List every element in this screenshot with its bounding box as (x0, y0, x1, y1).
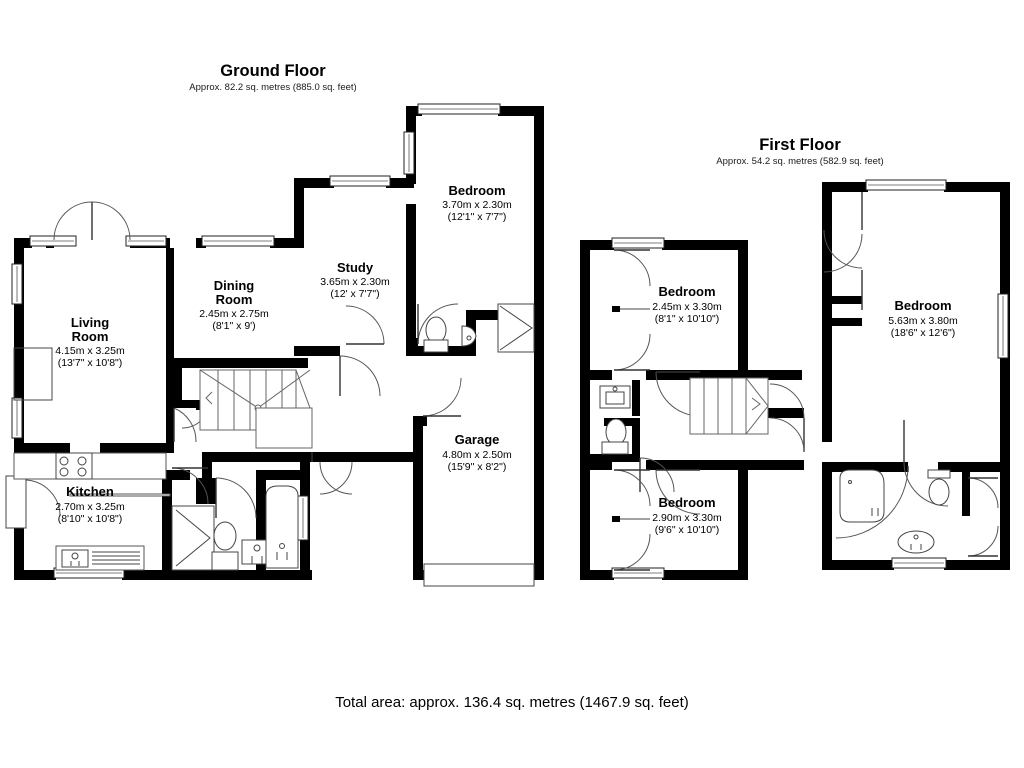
svg-text:Living: Living (71, 315, 109, 330)
room-label-bedroom-rear-left: Bedroom 2.90m x 3.30m (9'6" x 10'10") (652, 495, 722, 536)
garage-door-icon (423, 563, 535, 587)
bathtub-icon (265, 485, 299, 569)
ground-floor-stairs (199, 369, 313, 449)
svg-text:(8'10" x 10'8"): (8'10" x 10'8") (58, 513, 123, 525)
svg-text:Study: Study (337, 260, 374, 275)
first-floor-title: First Floor (759, 136, 841, 154)
ground-wc-fixtures (423, 303, 535, 353)
toilet-icon (213, 521, 237, 551)
toilet-icon (425, 316, 447, 344)
first-floor-doors (612, 192, 999, 571)
svg-text:(13'7" x 10'8"): (13'7" x 10'8") (58, 357, 123, 369)
basin-icon (897, 530, 935, 554)
svg-text:(12' x 7'7"): (12' x 7'7") (330, 288, 379, 300)
svg-text:(8'1" x 9'): (8'1" x 9') (212, 320, 255, 332)
svg-text:3.65m x 2.30m: 3.65m x 2.30m (320, 276, 390, 288)
svg-text:Bedroom: Bedroom (448, 183, 505, 198)
room-label-bedroom-front-left: Bedroom 2.45m x 3.30m (8'1" x 10'10") (652, 284, 722, 325)
svg-text:Bedroom: Bedroom (658, 284, 715, 299)
svg-text:(12'1" x 7'7"): (12'1" x 7'7") (448, 211, 507, 223)
shower-icon (171, 505, 215, 571)
ground-floor-doors (5, 201, 462, 529)
shower-icon (497, 303, 535, 353)
svg-text:2.70m x 3.25m: 2.70m x 3.25m (55, 501, 125, 513)
svg-text:(8'1" x 10'10"): (8'1" x 10'10") (655, 313, 720, 325)
ground-bathroom-fixtures (171, 485, 299, 571)
svg-text:Bedroom: Bedroom (894, 298, 951, 313)
toilet-icon (605, 418, 627, 446)
svg-text:(9'6" x 10'10"): (9'6" x 10'10") (655, 524, 720, 536)
basin-icon (599, 385, 631, 409)
ground-floor-title: Ground Floor (220, 62, 326, 80)
svg-text:(18'6" x 12'6"): (18'6" x 12'6") (891, 327, 956, 339)
first-wc-fixtures (599, 385, 631, 455)
first-floor-stairs (689, 377, 769, 435)
ground-floor-labels: Living Room 4.15m x 3.25m (13'7" x 10'8"… (55, 183, 512, 525)
garage-door (423, 563, 535, 587)
room-label-garage: Garage 4.80m x 2.50m (15'9" x 8'2") (442, 432, 512, 473)
svg-text:5.63m x 3.80m: 5.63m x 3.80m (888, 315, 958, 327)
svg-text:Bedroom: Bedroom (658, 495, 715, 510)
svg-text:Kitchen: Kitchen (66, 484, 114, 499)
svg-text:Room: Room (72, 329, 109, 344)
svg-text:4.15m x 3.25m: 4.15m x 3.25m (55, 345, 125, 357)
room-label-dining-room: Dining Room 2.45m x 2.75m (8'1" x 9') (199, 278, 269, 332)
toilet-icon (928, 478, 950, 506)
svg-text:(15'9" x 8'2"): (15'9" x 8'2") (448, 461, 507, 473)
bathtub-icon (839, 469, 885, 523)
svg-text:2.45m x 2.75m: 2.45m x 2.75m (199, 308, 269, 320)
total-area-label: Total area: approx. 136.4 sq. metres (14… (335, 694, 689, 711)
svg-text:2.90m x 3.30m: 2.90m x 3.30m (652, 512, 722, 524)
first-floor-labels: Bedroom 2.45m x 3.30m (8'1" x 10'10") Be… (652, 284, 958, 536)
svg-text:Room: Room (216, 292, 253, 307)
room-label-bedroom-master: Bedroom 5.63m x 3.80m (18'6" x 12'6") (888, 298, 958, 339)
svg-text:4.80m x 2.50m: 4.80m x 2.50m (442, 449, 512, 461)
furniture-outline (13, 347, 53, 401)
ground-floor-area: Approx. 82.2 sq. metres (885.0 sq. feet) (189, 82, 356, 93)
room-label-study: Study 3.65m x 2.30m (12' x 7'7") (320, 260, 390, 300)
master-ensuite-fixtures (839, 469, 951, 554)
drainer-icon (92, 551, 140, 565)
room-label-bedroom-ground: Bedroom 3.70m x 2.30m (12'1" x 7'7") (442, 183, 512, 223)
svg-text:Garage: Garage (455, 432, 500, 447)
ground-floor-windows (11, 103, 501, 579)
room-label-kitchen: Kitchen 2.70m x 3.25m (8'10" x 10'8") (55, 484, 125, 525)
ground-floor-group: Ground Floor Approx. 82.2 sq. metres (88… (5, 62, 544, 587)
kitchen-fixtures (13, 347, 171, 571)
svg-text:Dining: Dining (214, 278, 254, 293)
first-floor-windows (611, 179, 1009, 579)
svg-text:3.70m x 2.30m: 3.70m x 2.30m (442, 199, 512, 211)
room-label-living-room: Living Room 4.15m x 3.25m (13'7" x 10'8"… (55, 315, 125, 369)
first-floor-area: Approx. 54.2 sq. metres (582.9 sq. feet) (716, 156, 883, 167)
first-floor-group: First Floor Approx. 54.2 sq. metres (582… (580, 136, 1010, 580)
svg-text:2.45m x 3.30m: 2.45m x 3.30m (652, 301, 722, 313)
